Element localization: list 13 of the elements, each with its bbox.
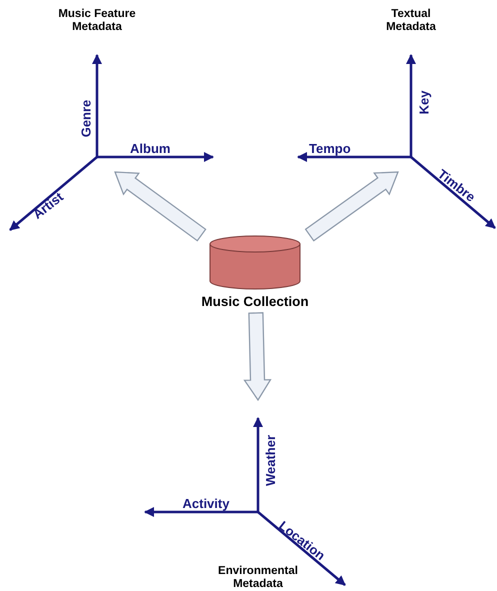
node-label: Music Collection — [200, 295, 310, 308]
block-arrow — [304, 171, 399, 242]
axis-label: Genre — [78, 99, 94, 137]
axis-title: Environmental Metadata — [217, 565, 299, 591]
axis-label: Album — [130, 140, 170, 156]
axis-label: Activity — [182, 496, 230, 510]
axis-label: Key — [416, 90, 432, 114]
axis-label: Weather — [262, 434, 278, 486]
block-arrow — [243, 312, 272, 402]
axis-title: Textual Metadata — [385, 8, 437, 34]
block-arrow — [114, 171, 206, 242]
axis-label: Tempo — [309, 140, 351, 156]
axis-title: Music Feature Metadata — [57, 8, 137, 34]
